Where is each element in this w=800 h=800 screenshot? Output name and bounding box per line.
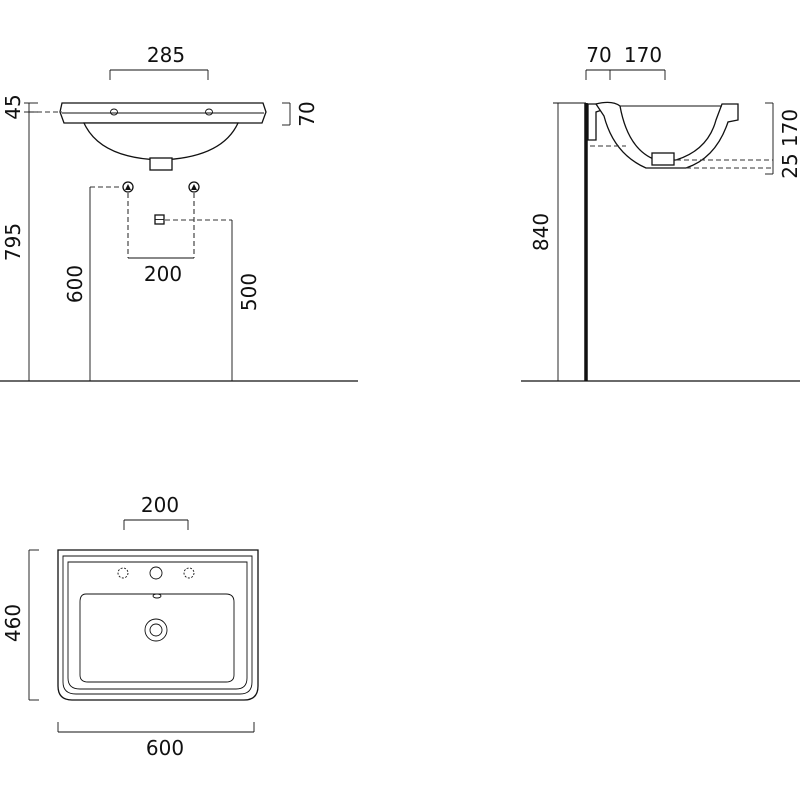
top-tap-hole-right-icon <box>183 567 195 579</box>
top-basin-bowl <box>79 593 235 683</box>
front-dim-top-width-label: 285 <box>147 43 185 67</box>
side-drain-stub <box>651 152 675 166</box>
top-drain-outer-icon <box>144 618 168 642</box>
front-dim-inlet-height-label: 600 <box>63 265 87 303</box>
top-view: 200 460 <box>1 493 259 760</box>
front-basin-bowl <box>82 122 240 161</box>
front-drain-outlet: 500 <box>154 214 261 381</box>
top-basin-outer <box>57 549 259 701</box>
side-basin-profile <box>587 101 739 169</box>
side-dim-right-top-label: 170 <box>778 109 800 147</box>
side-dim-wall-offset-label: 70 <box>586 43 611 67</box>
top-dim-width: 600 <box>57 722 255 760</box>
top-dim-tap-spacing-label: 200 <box>141 493 179 517</box>
front-view: 285 45 795 70 <box>0 43 358 382</box>
side-dim-top: 70 170 <box>585 43 666 80</box>
top-dim-depth: 460 <box>1 549 39 701</box>
side-dim-right: 170 25 <box>676 102 800 179</box>
top-tap-hole-left-icon <box>117 567 129 579</box>
front-drain-stub <box>149 157 173 171</box>
top-drain-inner-icon <box>149 623 163 637</box>
front-dim-rim-right-label: 70 <box>295 101 319 126</box>
side-dim-height-label: 840 <box>529 213 553 251</box>
front-dim-top-width: 285 <box>109 43 209 80</box>
top-basin-rim <box>62 555 253 695</box>
front-dim-inlet-spacing-label: 200 <box>144 262 182 286</box>
side-dim-height: 840 <box>529 102 586 381</box>
front-tap-hole-left <box>110 108 118 116</box>
front-dim-right: 70 <box>282 101 319 127</box>
front-inlets: 200 600 <box>63 181 200 381</box>
side-view: 70 170 840 170 25 <box>521 43 800 382</box>
top-overflow-icon <box>152 593 162 599</box>
front-dim-drain-height-label: 500 <box>237 273 261 311</box>
side-dim-right-bottom-label: 25 <box>778 153 800 178</box>
top-dim-tap-spacing: 200 <box>123 493 189 530</box>
front-tap-hole-right <box>205 108 213 116</box>
top-dim-depth-label: 460 <box>1 604 25 642</box>
front-dim-overall-height-label: 795 <box>1 223 25 261</box>
side-dim-bowl-depth-top-label: 170 <box>624 43 662 67</box>
front-basin <box>59 102 267 171</box>
top-tap-hole-center-icon <box>149 566 163 580</box>
top-dim-width-label: 600 <box>146 736 184 760</box>
top-basin <box>57 549 259 701</box>
front-dim-rim-left-label: 45 <box>1 94 25 119</box>
front-dim-left: 45 795 <box>1 94 62 381</box>
